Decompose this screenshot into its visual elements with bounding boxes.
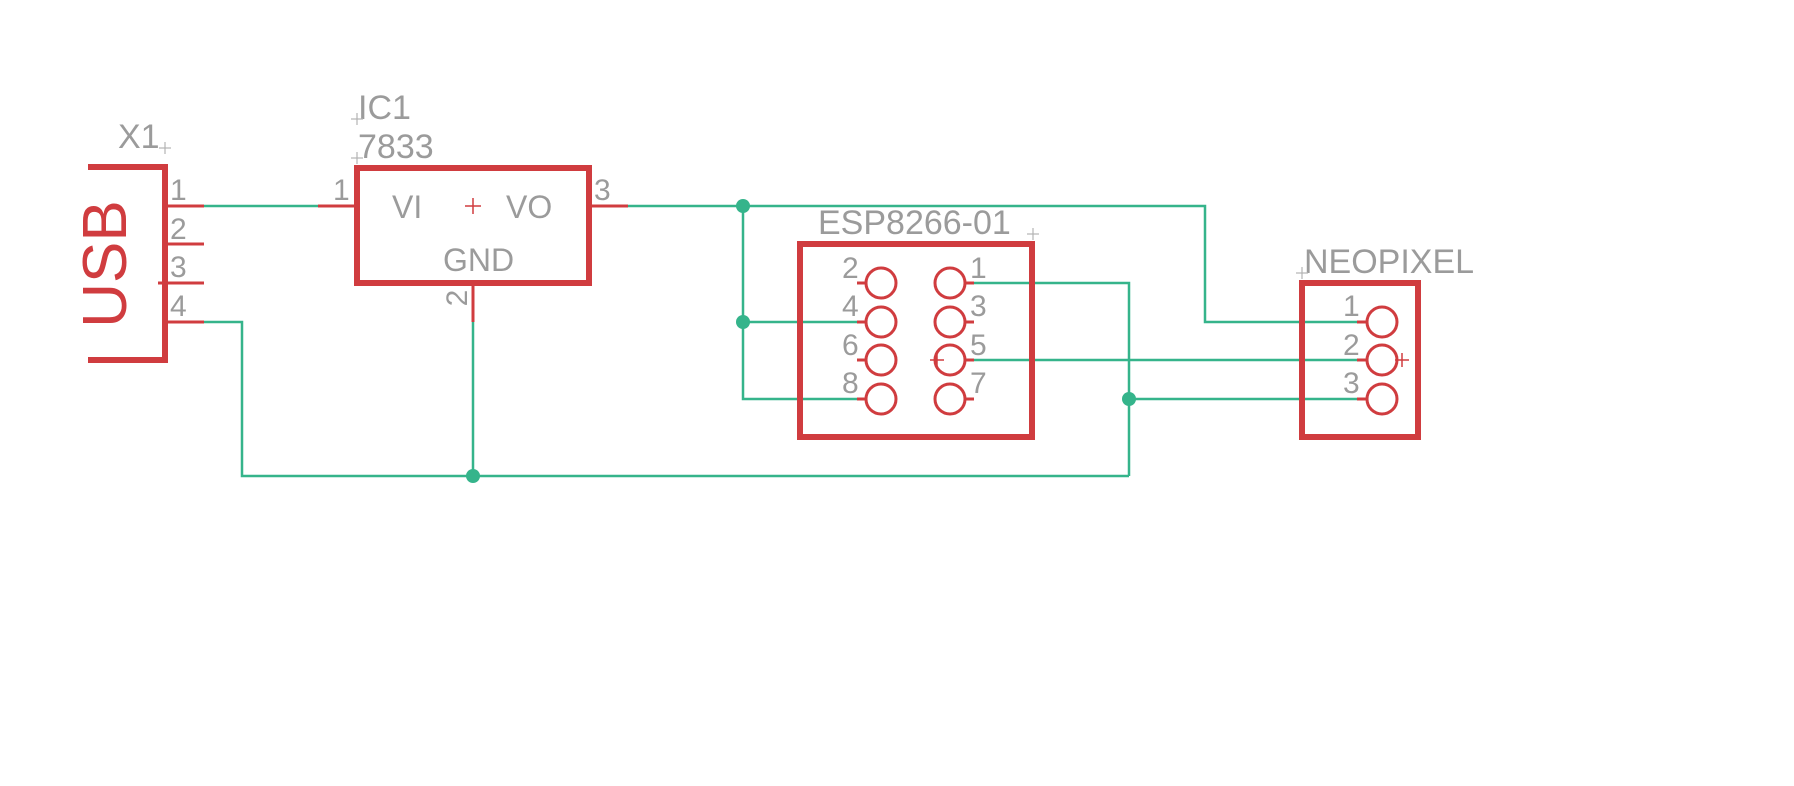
nets [204, 199, 1365, 483]
usb-pin-number: 4 [170, 290, 187, 323]
neopixel-part-name: NEOPIXEL [1304, 243, 1474, 281]
esp-origin-cross [1027, 228, 1039, 240]
usb-connector-body [88, 164, 168, 363]
esp-part-name: ESP8266-01 [818, 204, 1011, 242]
neopixel-pin-number: 3 [1343, 367, 1360, 400]
esp-pin-number: 1 [970, 252, 987, 285]
ic1-pin-number: 3 [594, 174, 611, 207]
x1-origin-cross [159, 142, 171, 154]
ic1-vi-label: VI [392, 189, 422, 225]
esp-pin-pad [933, 305, 967, 339]
neopixel-connector[interactable]: NEOPIXEL 1 2 3 [1296, 243, 1474, 440]
net-gnd-esp1[interactable] [965, 281, 1131, 476]
neopixel-pin2-cross [1395, 353, 1409, 367]
neopixel-pin-number: 1 [1343, 290, 1360, 323]
ic1-vo-label: VO [506, 189, 552, 225]
ic1-name-cross [351, 113, 363, 125]
usb-connector-x1[interactable]: USB X1 1 2 3 4 [71, 118, 204, 363]
x1-part-name: X1 [118, 118, 160, 156]
esp8266-module[interactable]: ESP8266-01 2 4 6 8 1 3 5 7 [797, 204, 1039, 440]
esp-pin-pad [864, 382, 898, 416]
neopixel-pin-pad [1365, 382, 1399, 416]
usb-pin-number: 2 [170, 213, 187, 246]
ic1-part-value: 7833 [358, 128, 434, 166]
voltage-regulator-ic1[interactable]: VI VO GND IC1 7833 1 3 2 [318, 89, 628, 322]
junction [736, 315, 750, 329]
neopixel-pin-pad [1365, 343, 1399, 377]
net-gnd[interactable] [204, 320, 1129, 478]
net-3v3-main[interactable] [628, 204, 1365, 324]
esp-pin-number: 3 [970, 290, 987, 323]
esp-pin-number: 6 [842, 329, 859, 362]
esp-pin-pad [864, 343, 898, 377]
ic1-pin-number: 1 [333, 174, 350, 207]
usb-pin-number: 3 [170, 251, 187, 284]
ic1-gnd-label: GND [443, 242, 514, 278]
esp-pin-pad [864, 266, 898, 300]
neopixel-pin-number: 2 [1343, 329, 1360, 362]
net-3v3-branch[interactable] [741, 206, 865, 401]
usb-pin-number: 1 [170, 174, 187, 207]
ic1-pin-number: 2 [441, 290, 474, 307]
esp-body [797, 241, 1035, 440]
junction [1122, 392, 1136, 406]
neopixel-pin-pad [1365, 305, 1399, 339]
neopixel-body [1299, 280, 1421, 440]
ic1-origin-cross [465, 198, 481, 214]
esp-pin-number: 8 [842, 367, 859, 400]
neopixel-origin-cross [1296, 267, 1308, 279]
esp-pin-number: 7 [970, 367, 987, 400]
esp-pin5-cross [930, 353, 944, 367]
ic1-value-cross [351, 152, 363, 164]
esp-pin-pad [864, 305, 898, 339]
usb-symbol-text: USB [71, 200, 140, 327]
junction [466, 469, 480, 483]
esp-pin-number: 4 [842, 290, 859, 323]
esp-pin-pad [933, 382, 967, 416]
esp-pin-number: 2 [842, 252, 859, 285]
ic1-part-name: IC1 [358, 89, 411, 127]
esp-pin-pad [933, 266, 967, 300]
junction [736, 199, 750, 213]
esp-pin-number: 5 [970, 329, 987, 362]
